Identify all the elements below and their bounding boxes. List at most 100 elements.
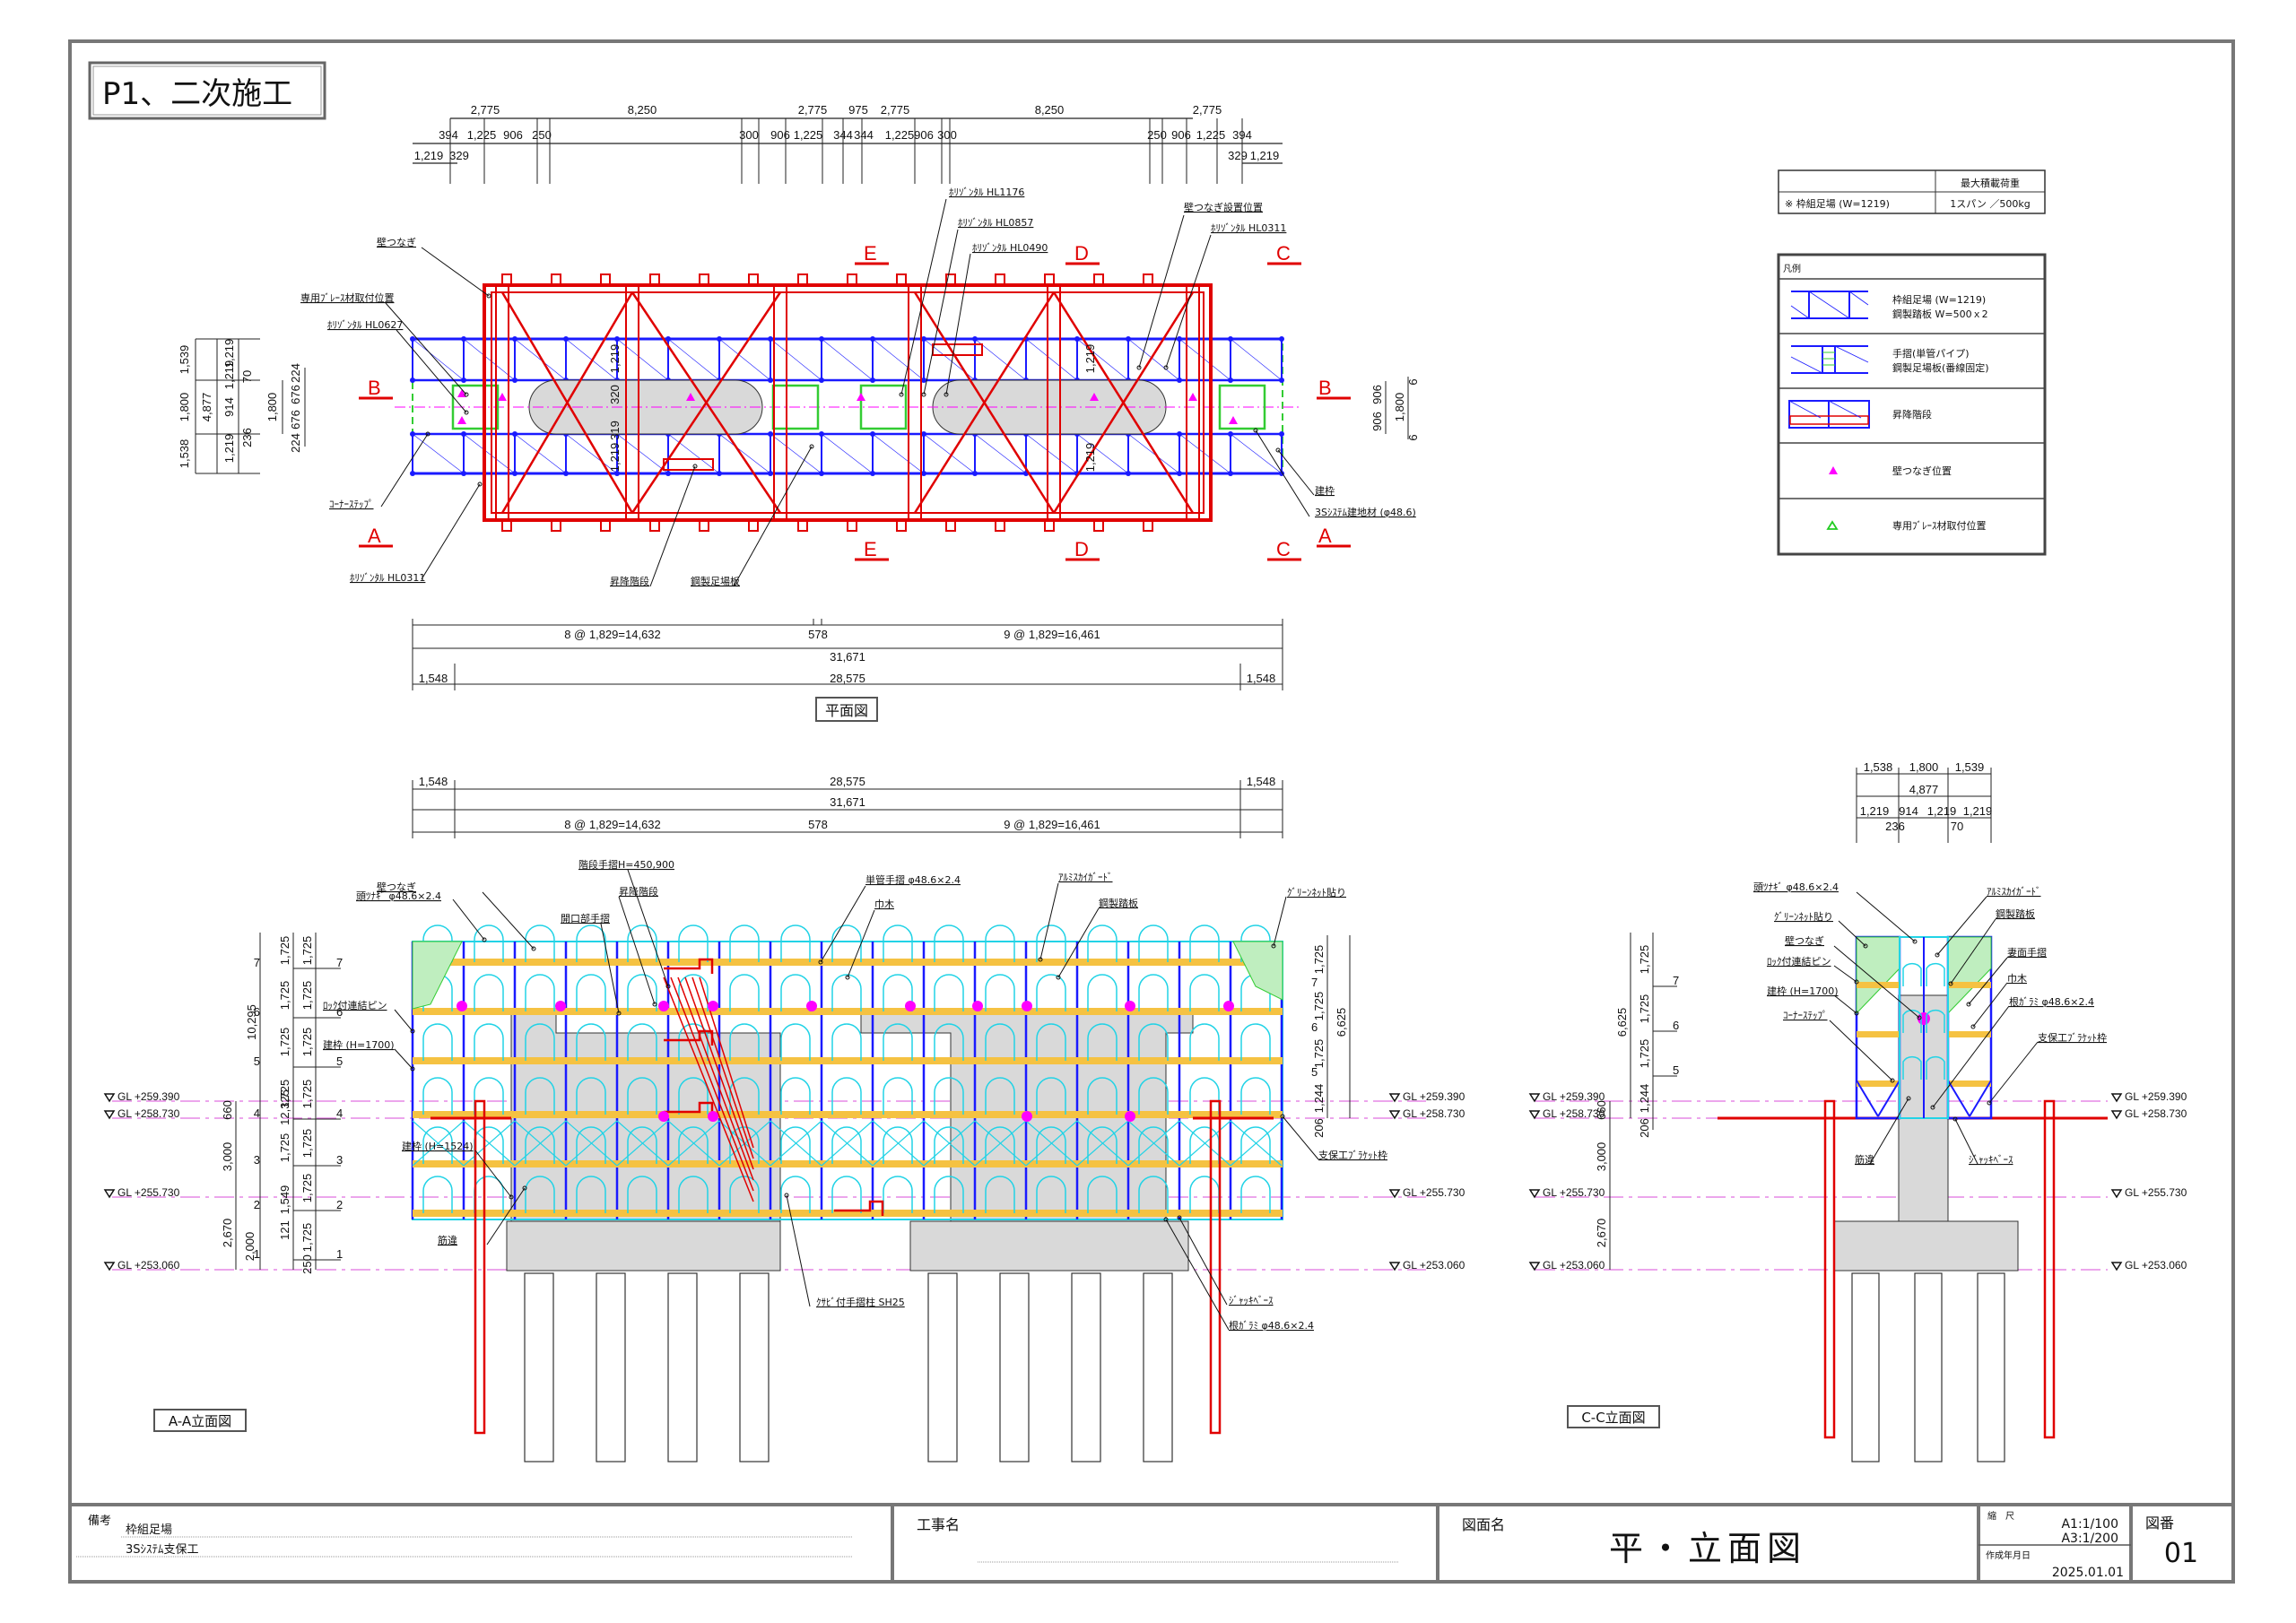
plan-label-hl0490: ﾎﾘｿﾞﾝﾀﾙ HL0490 [972, 242, 1048, 254]
aa-frame-arch [678, 924, 709, 962]
cc-green-net [1856, 936, 1900, 1015]
aa-cross-brace [1025, 1120, 1078, 1167]
aa-level-number: 1 [254, 1247, 260, 1261]
aa-stair-landing [834, 1200, 884, 1216]
aa-label-head-tie-leader-dot [482, 937, 487, 942]
aa-frame-arch [831, 1126, 862, 1164]
aa-frame-arch [1138, 974, 1169, 1011]
plan-label-wall-tie-leader [421, 247, 490, 297]
plan-label-hl0311-left: ﾎﾘｿﾞﾝﾀﾙ HL0311 [350, 572, 425, 584]
aa-frame-arch [525, 1077, 555, 1115]
aa-frame-arch [729, 1176, 760, 1213]
aa-frame-arch [831, 974, 862, 1011]
plan-topdim-row2-mid: 300 [739, 128, 759, 142]
plan-brace [1025, 433, 1078, 474]
aa-wall-tie [555, 1001, 566, 1011]
cc-support-column [1823, 1099, 1836, 1439]
cc-topdim-row4: 236 [1885, 820, 1905, 833]
plan-topdim-row1: 8,250 [1035, 103, 1065, 117]
aa-footing-left [506, 1220, 781, 1271]
cc-label-green-net-leader-dot [1863, 943, 1868, 949]
aa-frame-arch [780, 974, 811, 1011]
plan-dim-left-span: 8 @ 1,829=14,632 [564, 628, 661, 641]
title-block: 備考 枠組足場 3Sｼｽﾃﾑ支保工 工事名 図面名 平・立面図 縮 尺 A1:1… [68, 1503, 2235, 1584]
plan-wall-tie-marker [1188, 393, 1197, 401]
aa-left-dim-a: 1,549 [278, 1185, 291, 1215]
aa-cross-brace [616, 1120, 669, 1167]
plan-brace [1127, 338, 1180, 381]
cc-label-sky-guard-leader-dot [1935, 952, 1940, 958]
aa-label-frame1524-leader-dot [509, 1194, 514, 1200]
section-mark-e: E [864, 242, 877, 265]
plan-inner-dim: 319 [608, 421, 622, 440]
aa-label-opening-rail: 開口部手摺 [561, 912, 610, 924]
plan-label-base-leader [1255, 430, 1310, 517]
aa-label-lock-pin: ﾛｯｸ付連結ピン [323, 999, 387, 1011]
cc-left-dim: 1,725 [1638, 1039, 1651, 1069]
aa-frame-arch [985, 974, 1015, 1011]
cc-plank [1948, 1031, 1991, 1037]
aa-frame-arch [678, 1126, 709, 1164]
aa-frame-arch [1087, 924, 1118, 962]
plan-post-node [1228, 471, 1233, 476]
aa-cross-brace [770, 1120, 822, 1167]
aa-wall-tie [972, 1001, 983, 1011]
plan-post-node [870, 471, 875, 476]
aa-green-net-right [1232, 941, 1283, 1001]
cc-gl-marker-left [1528, 1093, 1541, 1103]
aa-left-dim-b: 1,725 [300, 1223, 314, 1253]
aa-dim-main: 28,575 [830, 775, 865, 788]
plan-support-tab [945, 519, 956, 532]
aa-gl-label-left: GL +253.060 [117, 1259, 180, 1271]
plan-brace [463, 338, 516, 381]
plan-label-steel-plank-leader [733, 446, 813, 587]
sheet-number: 01 [2164, 1538, 2198, 1569]
aa-cross-brace [821, 1120, 874, 1167]
plan-side-dimensions: 1,5391,8001,5384,8771,2191,2199141,21970… [178, 338, 1420, 474]
cc-label-bracket-leader-dot [1987, 1100, 1992, 1106]
aa-level-number: 5 [336, 1055, 343, 1068]
aa-gl-marker-right [1388, 1093, 1401, 1103]
legend-item-4-label: 壁つなぎ位置 [1892, 464, 1952, 477]
aa-label-sky-guard: ｱﾙﾐｽｶｲｶﾞｰﾄﾞ [1058, 872, 1113, 883]
plan-wall-tie-marker [857, 393, 865, 401]
plan-label-hl1176-leader-dot [899, 392, 904, 397]
aa-label-bracket: 支保工ﾌﾞﾗｹｯﾄ枠 [1318, 1149, 1387, 1161]
plan-topdim-row2-right: 1,225 [1196, 128, 1226, 142]
aa-left-dim-a: 1,725 [278, 936, 291, 966]
aa-cross-brace [667, 1120, 720, 1167]
aa-left-dim-a: 1,725 [278, 1028, 291, 1057]
aa-plank [413, 1160, 1283, 1167]
aa-pile [999, 1272, 1030, 1462]
aa-cross-brace [1230, 1120, 1283, 1167]
aa-frame-arch [883, 1077, 913, 1115]
cc-footing [1833, 1220, 2019, 1271]
aa-frame-arch [831, 1176, 862, 1213]
aa-frame-arch [729, 1023, 760, 1061]
aa-frame-arch [1240, 1126, 1271, 1164]
cc-label-lock-pin-leader-dot [1854, 979, 1859, 985]
aa-plank [413, 1057, 1283, 1064]
plan-topdim-row2-mid: 906 [770, 128, 790, 142]
aa-support-column [474, 1099, 486, 1435]
plan-label-frame: 建枠 [1315, 484, 1335, 497]
aa-level-number: 5 [254, 1055, 260, 1068]
section-mark-d: D [1074, 538, 1089, 560]
aa-frame-arch [1240, 1077, 1271, 1115]
aa-frame-arch [780, 1126, 811, 1164]
cc-arch [1926, 962, 1945, 986]
aa-gl-label-right: GL +253.060 [1403, 1259, 1465, 1271]
plan-topdim-row3: 1,219 [414, 149, 444, 162]
aa-gl-label-right: GL +258.730 [1403, 1107, 1465, 1120]
aa-frame-arch [1138, 924, 1169, 962]
plan-label-hl1176-leader [900, 198, 947, 395]
aa-frame-arch [576, 1126, 606, 1164]
aa-label-toe-board-leader [847, 909, 875, 978]
cc-label-head-tie: 頭ﾂﾅｷﾞ φ48.6×2.4 [1753, 881, 1839, 893]
plan-label-stairs-leader-dot [692, 464, 698, 469]
aa-level-number: 3 [336, 1153, 343, 1167]
aa-cross-brace [565, 1120, 618, 1167]
cc-topdim-row1: 1,538 [1864, 760, 1893, 774]
aa-frame-arch [678, 974, 709, 1011]
plan-left-dim-inner: 1,219 [222, 434, 236, 464]
